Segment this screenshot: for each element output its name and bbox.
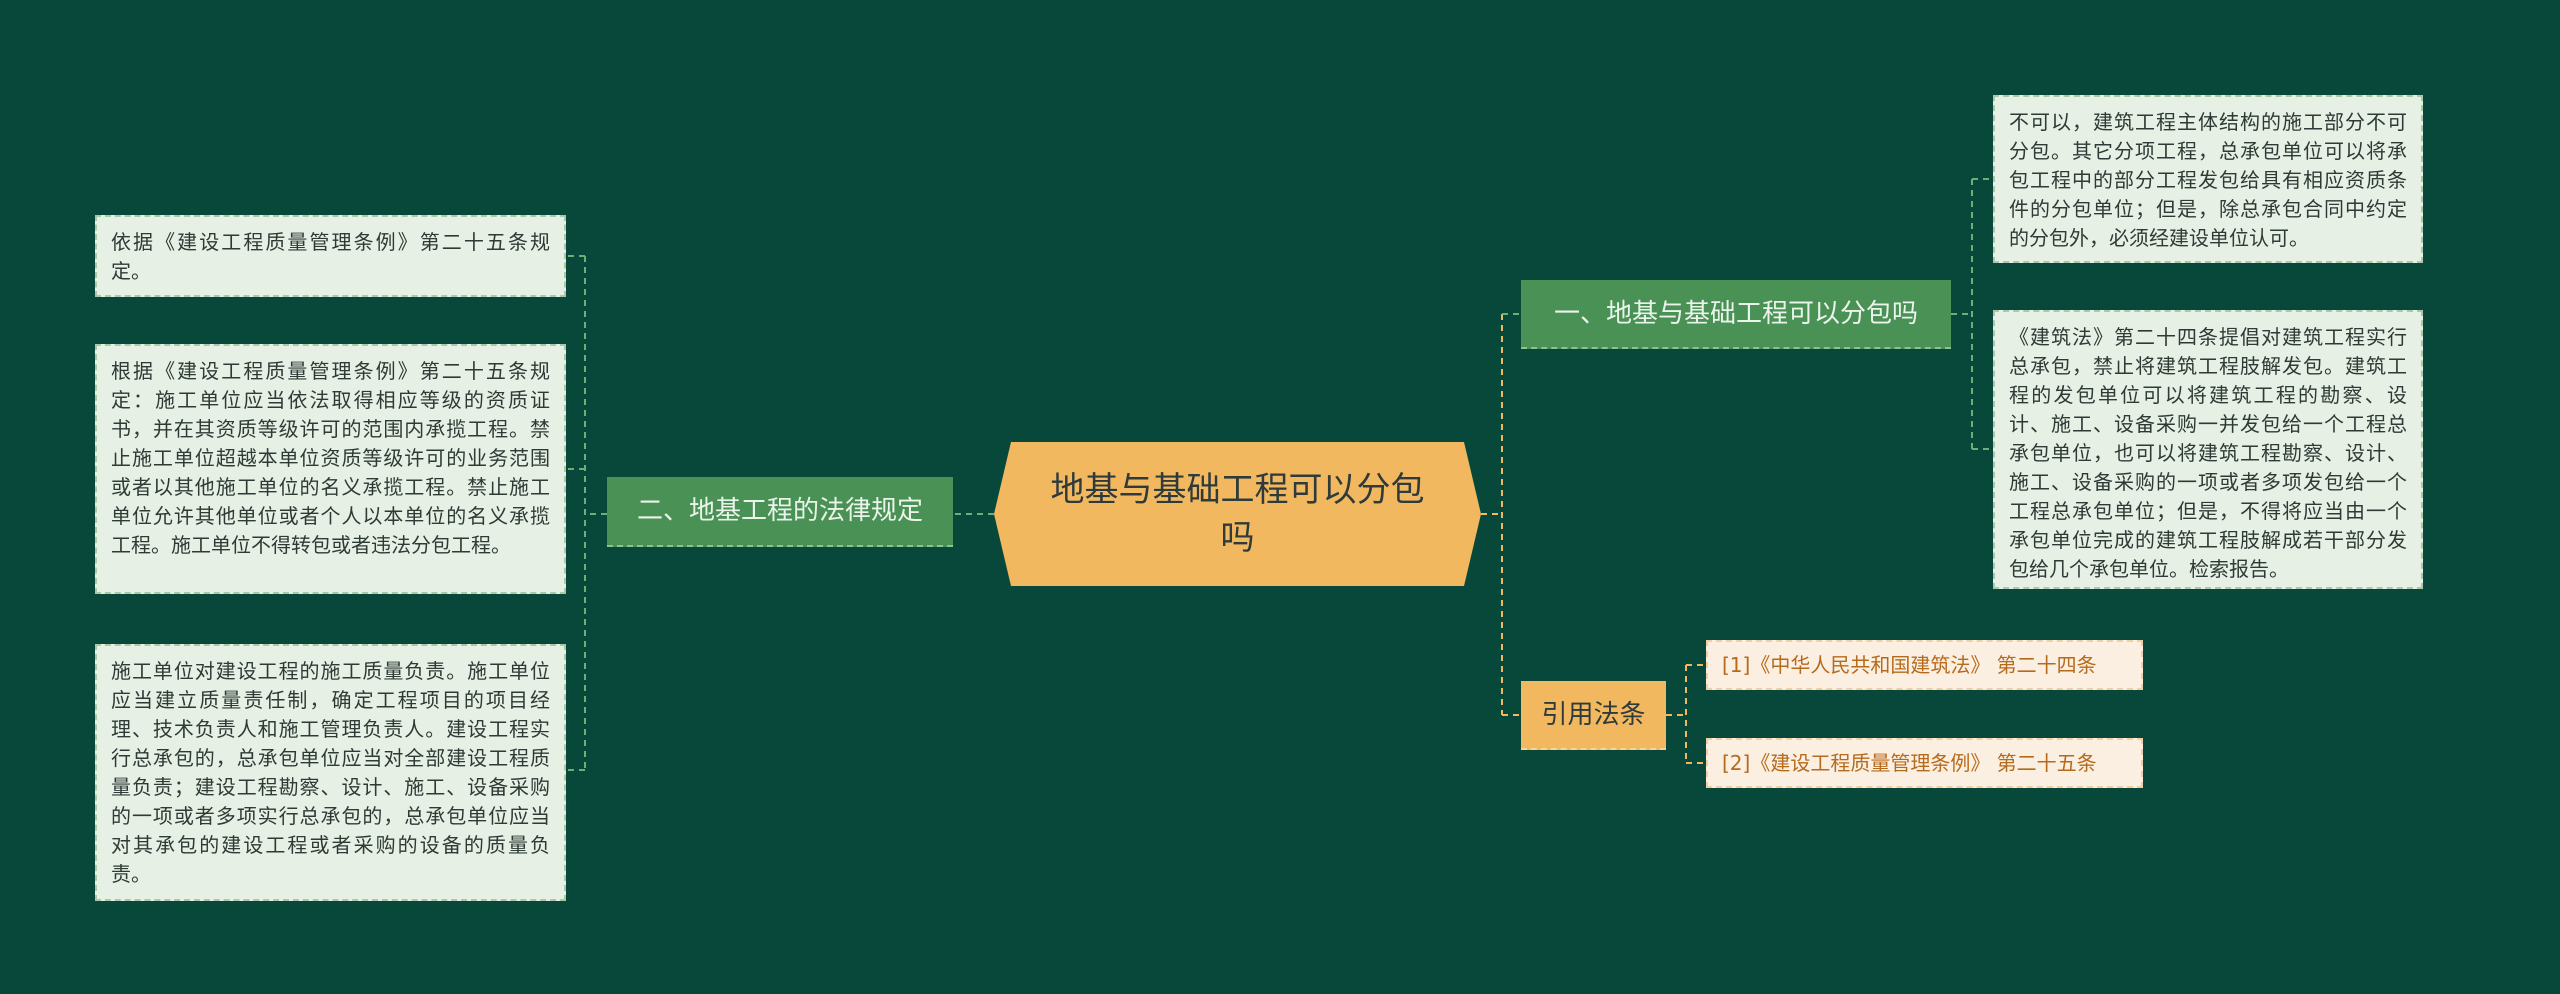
legal-note-2-text: 根据《建设工程质量管理条例》第二十五条规定：施工单位应当依法取得相应等级的资质证…	[111, 359, 550, 557]
legal-note-1[interactable]: 依据《建设工程质量管理条例》第二十五条规定。	[95, 215, 566, 297]
branch-citations-label: 引用法条	[1541, 699, 1646, 730]
branch-citations[interactable]: 引用法条	[1521, 681, 1666, 750]
root-title: 地基与基础工程可以分包吗	[1050, 470, 1425, 558]
citation-item-1[interactable]: [1]《中华人民共和国建筑法》 第二十四条	[1706, 640, 2143, 690]
branch-legal-label: 二、地基工程的法律规定	[636, 496, 923, 526]
branch-legal-provisions[interactable]: 二、地基工程的法律规定	[607, 477, 953, 547]
citation-item-2[interactable]: [2]《建设工程质量管理条例》 第二十五条	[1706, 738, 2143, 788]
legal-note-1-text: 依据《建设工程质量管理条例》第二十五条规定。	[111, 230, 550, 283]
legal-note-3[interactable]: 施工单位对建设工程的施工质量负责。施工单位应当建立质量责任制，确定工程项目的项目…	[95, 644, 566, 901]
connector-citations-spine	[1666, 665, 1687, 763]
branch-subcontract-label: 一、地基与基础工程可以分包吗	[1553, 298, 1918, 329]
subcontract-note-1-text: 不可以，建筑工程主体结构的施工部分不可分包。其它分项工程，总承包单位可以将承包工…	[2009, 110, 2407, 250]
connector-root-right-spine	[1481, 314, 1503, 715]
subcontract-note-1[interactable]: 不可以，建筑工程主体结构的施工部分不可分包。其它分项工程，总承包单位可以将承包工…	[1993, 95, 2423, 263]
connector-left-branch-spine	[584, 256, 607, 770]
subcontract-note-2[interactable]: 《建筑法》第二十四条提倡对建筑工程实行总承包，禁止将建筑工程肢解发包。建筑工程的…	[1993, 310, 2423, 589]
root-node[interactable]: 地基与基础工程可以分包吗	[994, 442, 1481, 586]
subcontract-note-2-text: 《建筑法》第二十四条提倡对建筑工程实行总承包，禁止将建筑工程肢解发包。建筑工程的…	[2009, 325, 2407, 581]
citation-item-2-text: [2]《建设工程质量管理条例》 第二十五条	[1722, 751, 2097, 775]
connector-subcontract-spine	[1951, 179, 1973, 449]
branch-subcontract-question[interactable]: 一、地基与基础工程可以分包吗	[1521, 280, 1951, 349]
citation-item-1-text: [1]《中华人民共和国建筑法》 第二十四条	[1722, 653, 2097, 677]
legal-note-3-text: 施工单位对建设工程的施工质量负责。施工单位应当建立质量责任制，确定工程项目的项目…	[111, 659, 550, 886]
legal-note-2[interactable]: 根据《建设工程质量管理条例》第二十五条规定：施工单位应当依法取得相应等级的资质证…	[95, 344, 566, 594]
